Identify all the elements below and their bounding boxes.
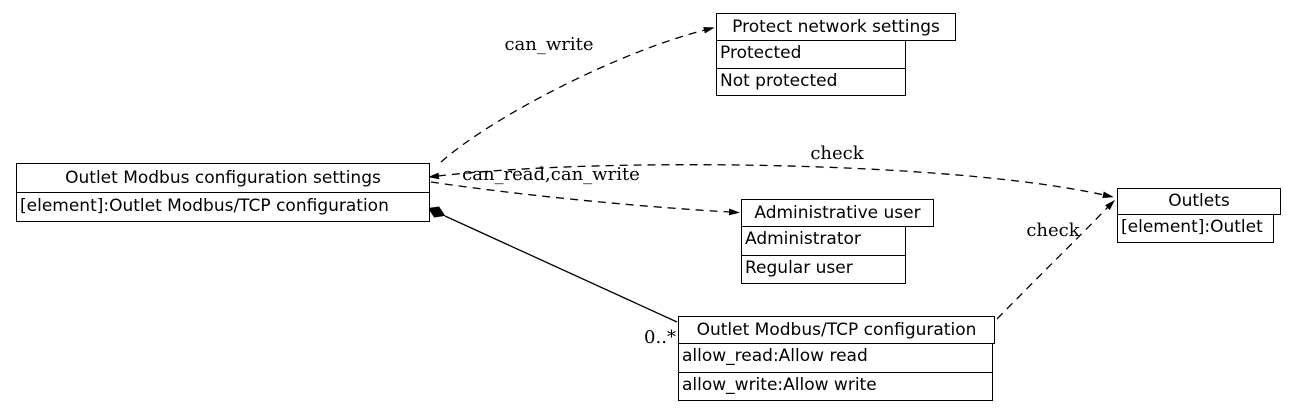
node-protect-network-settings: Protect network settings Protected Not p… <box>716 13 956 96</box>
node-row: Administrator <box>745 229 861 249</box>
node-title: Outlet Modbus configuration settings <box>16 163 430 193</box>
composition-diamond-icon <box>428 206 446 218</box>
edge-check-settings-outlets <box>428 164 1114 199</box>
node-title: Outlets <box>1117 188 1281 215</box>
node-rows: allow_read:Allow read allow_write:Allow … <box>678 343 993 401</box>
node-rows: [element]:Outlet Modbus/TCP configuratio… <box>16 192 430 222</box>
node-outlet-modbus-configuration-settings: Outlet Modbus configuration settings [el… <box>16 163 430 222</box>
node-rows: Administrator Regular user <box>741 226 906 284</box>
edge-label-multiplicity: 0..* <box>644 327 676 348</box>
edge-can-read-can-write <box>430 181 740 216</box>
node-row: Protected <box>720 43 802 63</box>
node-title: Outlet Modbus/TCP configuration <box>678 316 995 344</box>
edge-check-modbus-outlets <box>996 199 1115 320</box>
node-row: Not protected <box>717 68 905 95</box>
node-outlet-modbus-tcp-configuration: Outlet Modbus/TCP configuration allow_re… <box>678 316 995 401</box>
node-administrative-user: Administrative user Administrator Regula… <box>741 199 934 284</box>
edge-composition <box>444 215 678 323</box>
node-row: [element]:Outlet Modbus/TCP configuratio… <box>20 196 389 216</box>
node-row: Regular user <box>742 255 905 283</box>
edge-label-can-write: can_write <box>504 34 593 55</box>
node-rows: Protected Not protected <box>716 40 906 96</box>
node-rows: [element]:Outlet <box>1117 214 1274 243</box>
node-title: Administrative user <box>741 199 934 227</box>
node-row: allow_write:Allow write <box>679 372 992 400</box>
edge-can-write <box>440 26 715 163</box>
node-title: Protect network settings <box>716 13 956 41</box>
node-row: [element]:Outlet <box>1121 217 1263 237</box>
edge-label-check-top: check <box>810 143 864 164</box>
node-row: allow_read:Allow read <box>682 346 868 366</box>
node-outlets: Outlets [element]:Outlet <box>1117 188 1281 243</box>
edge-label-check-bottom: check <box>1026 220 1080 241</box>
